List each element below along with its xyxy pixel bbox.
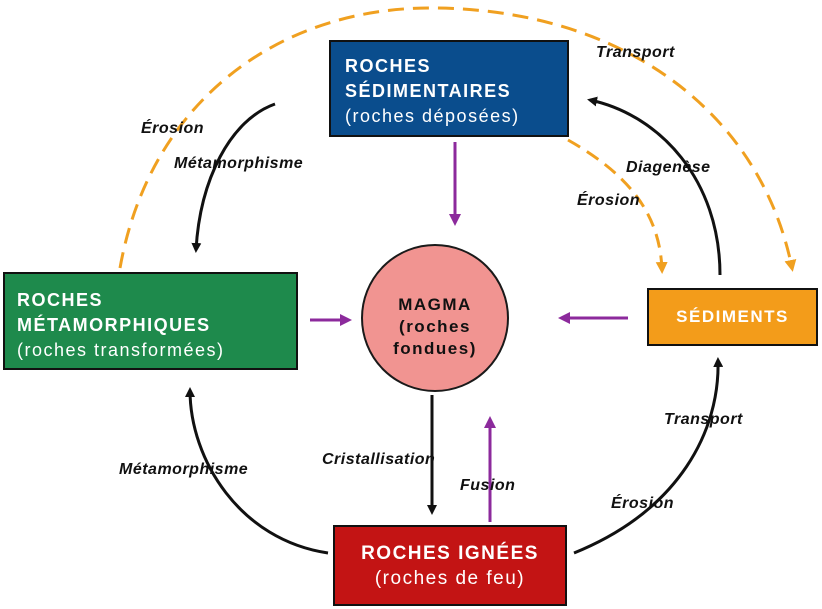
arrow-transport-bottom-right [573,357,724,555]
magma-sub-2: fondues) [393,339,477,358]
label-erosion-right: Érosion [577,192,641,209]
magma-circle: MAGMA (roches fondues) [361,244,509,392]
igneous-title: ROCHES IGNÉES [361,543,539,564]
label-transport-bottom-right: Transport [664,411,743,428]
sedimentary-subtitle: (roches déposées) [345,106,520,126]
magma-title: MAGMA [398,295,472,314]
metamorphic-title-1: ROCHES [17,290,104,310]
arrow-metamorphism-bottom-left [185,387,329,555]
label-crystallization: Cristallisation [322,451,436,468]
box-metamorphic-rocks: ROCHES MÉTAMORPHIQUES (roches transformé… [3,272,298,370]
label-metamorphism-top-left: Métamorphisme [174,155,304,172]
label-erosion-top-left: Érosion [141,120,205,137]
igneous-subtitle: (roches de feu) [374,568,526,589]
box-sedimentary-rocks: ROCHES SÉDIMENTAIRES (roches déposées) [329,40,569,137]
label-diagenesis: Diagenèse [626,159,711,176]
magma-sub-1: (roches [399,317,471,336]
label-erosion-bottom-right: Érosion [611,495,675,512]
label-metamorphism-bottom-left: Métamorphisme [119,461,249,478]
metamorphic-title-2: MÉTAMORPHIQUES [17,315,211,335]
metamorphic-subtitle: (roches transformées) [17,340,225,360]
sediments-title: SÉDIMENTS [676,307,789,326]
sedimentary-title-2: SÉDIMENTAIRES [345,81,512,101]
arrow-metamorphism-top-left [191,102,276,253]
box-igneous-rocks: ROCHES IGNÉES (roches de feu) [333,525,567,606]
box-sediments: SÉDIMENTS [647,288,818,346]
arrow-erosion-right [567,138,668,274]
arrow-diagenesis [587,96,722,276]
label-fusion: Fusion [460,477,516,494]
arrow-transport-top [118,6,797,272]
label-transport-top: Transport [596,44,675,61]
sedimentary-title-1: ROCHES [345,56,432,76]
